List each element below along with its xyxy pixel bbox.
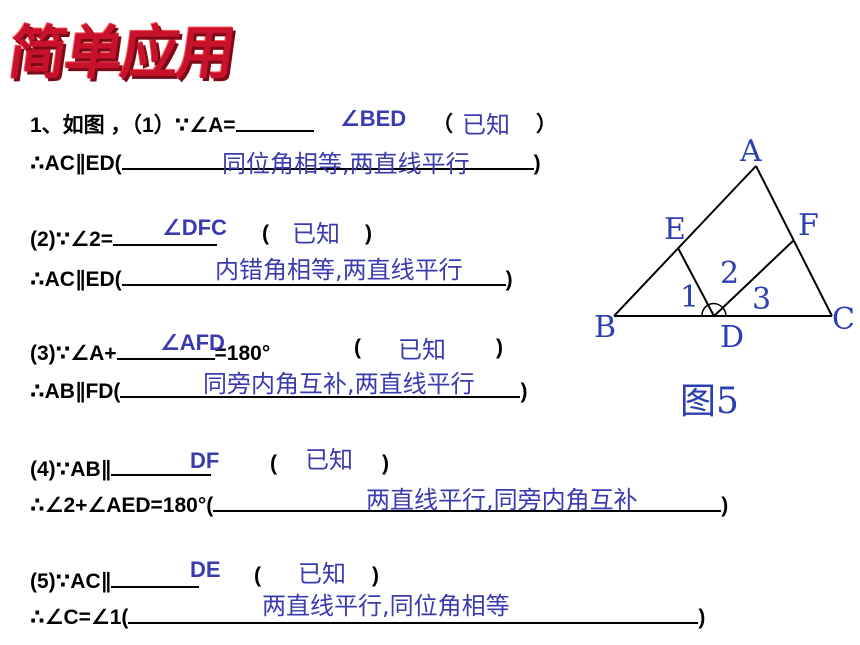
label-e: E [664, 212, 686, 247]
q4-line2: ∴∠2+∠AED=180°() [30, 488, 728, 518]
angle-3-label: 3 [752, 282, 772, 317]
q2-reason: 已知 [292, 220, 340, 248]
q5-blank2[interactable] [128, 600, 699, 624]
q2-open: ( [262, 222, 269, 245]
q2-line1: (2)∵∠2= [30, 222, 218, 252]
q5-open: ( [254, 564, 261, 587]
q3-line2: ∴AB∥FD() [30, 374, 527, 404]
q3-blank1[interactable] [116, 336, 215, 360]
q3-answer-angle: ∠AFD [160, 330, 225, 355]
q4-open: ( [270, 452, 277, 475]
q4-answer2: 两直线平行,同旁内角互补 [366, 486, 638, 514]
q2-answer-angle: ∠DFC [162, 215, 227, 240]
q5-blank1[interactable] [111, 564, 200, 588]
angle1-arc [701, 304, 709, 317]
q3-blank2[interactable] [120, 374, 521, 398]
q4-blank2[interactable] [213, 488, 722, 512]
q5-reason: 已知 [298, 560, 346, 588]
q1-reason: 已知 [462, 111, 510, 139]
angle-1-label: 1 [680, 280, 700, 315]
q1-close: ） [536, 113, 557, 136]
angle2-arc [707, 302, 724, 309]
q4-line1: (4)∵AB∥ [30, 452, 212, 482]
q2-blank2[interactable] [121, 262, 506, 286]
q5-line2: ∴∠C=∠1() [30, 600, 705, 630]
q1-answer2: 同位角相等,两直线平行 [222, 150, 470, 178]
angle3-arc [722, 307, 727, 317]
q1-answer-angle: ∠BED [340, 106, 407, 131]
q4-answer-line: DF [190, 448, 220, 473]
q3-reason: 已知 [398, 336, 446, 364]
q2-line2: ∴AC∥ED() [30, 262, 513, 292]
triangle-figure [613, 165, 833, 317]
q2-answer2: 内错角相等,两直线平行 [215, 256, 463, 284]
segment-ab [613, 165, 757, 317]
q3-open: ( [354, 336, 361, 359]
label-c: C [832, 302, 855, 337]
q4-reason: 已知 [305, 446, 353, 474]
segment-df [713, 239, 795, 317]
q2-close: ) [365, 222, 372, 245]
q3-line1: (3)∵∠A+=180° [30, 336, 270, 366]
figure-caption: 图5 [680, 381, 739, 422]
q2-blank1[interactable] [113, 222, 218, 246]
q5-line1: (5)∵AC∥ [30, 564, 200, 594]
q3-answer2: 同旁内角互补,两直线平行 [203, 370, 475, 398]
q1-blank1[interactable] [235, 108, 314, 132]
q1-blank2[interactable] [121, 146, 534, 170]
q5-answer2: 两直线平行,同位角相等 [262, 592, 510, 620]
label-a: A [740, 134, 762, 169]
angle-2-label: 2 [720, 256, 740, 291]
page-title: 简单应用 [4, 19, 239, 87]
q3-close: ) [496, 336, 503, 359]
label-d: D [720, 320, 745, 355]
q1-line2: ∴AC∥ED() [30, 146, 541, 176]
q4-blank1[interactable] [111, 452, 212, 476]
label-f: F [798, 208, 819, 243]
q1-open: （ [432, 113, 453, 136]
label-b: B [594, 310, 617, 345]
q4-close: ) [382, 452, 389, 475]
q1-line1: 1、如图 ，（1）∵∠A= [30, 108, 314, 139]
q5-answer-line: DE [190, 557, 221, 582]
q5-close: ) [372, 564, 379, 587]
